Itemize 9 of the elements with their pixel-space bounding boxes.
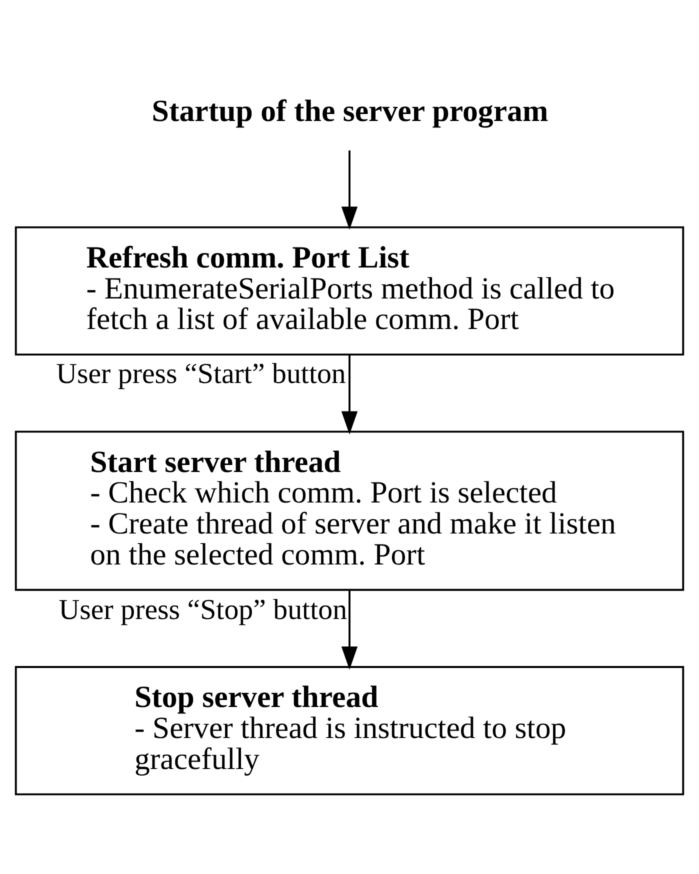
edge-label: User press “Start” button (56, 357, 346, 390)
node-text: Startup of the server program (152, 93, 548, 128)
node-box: Refresh comm. Port List - EnumerateSerialPorts method is called to fetch a list of available comm. Port (14, 226, 684, 356)
arrow (341, 354, 358, 434)
node-box: Stop server thread - Server thread is instructed to stop gracefully (14, 666, 684, 795)
edge-label: User press “Stop” button (58, 593, 348, 626)
node-box: Start server thread - Check which comm. Port is selected - Create thread of server and make it listen on the selected comm. Port (14, 430, 684, 590)
arrow (341, 150, 358, 230)
arrow (341, 590, 358, 670)
